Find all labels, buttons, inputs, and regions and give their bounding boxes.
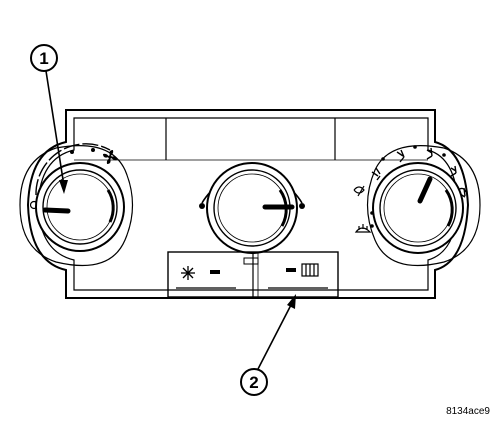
rear-defrost-indicator-icon bbox=[286, 268, 296, 272]
temperature-control-knob[interactable] bbox=[199, 162, 305, 254]
defrost-icon bbox=[354, 224, 372, 233]
bi-level-icon bbox=[396, 149, 405, 163]
callout-1-number: 1 bbox=[39, 49, 48, 68]
recirculation-icon bbox=[353, 185, 365, 197]
callout-1: 1 bbox=[30, 44, 68, 194]
callout-2-arrowhead bbox=[287, 294, 296, 309]
rear-window-defrost-icon bbox=[301, 263, 319, 277]
blower-control-knob[interactable] bbox=[29, 143, 125, 252]
panel-housing bbox=[19, 109, 481, 299]
rear-defrost-switch[interactable] bbox=[268, 263, 328, 289]
blower-pointer bbox=[42, 207, 71, 214]
callout-2-leader bbox=[257, 302, 293, 370]
switch-bank bbox=[167, 251, 339, 298]
figure-id: 8134ace9 bbox=[446, 406, 490, 417]
callout-2-number: 2 bbox=[249, 373, 258, 392]
mix-icon bbox=[450, 165, 457, 177]
ac-indicator-icon bbox=[210, 270, 220, 274]
callout-1-arrowhead bbox=[59, 180, 68, 194]
floor-icon bbox=[426, 147, 433, 160]
snowflake-icon bbox=[181, 266, 195, 280]
ac-switch[interactable] bbox=[176, 266, 236, 289]
fan-icon bbox=[103, 150, 117, 164]
callout-2: 2 bbox=[240, 294, 296, 396]
callout-1-leader bbox=[45, 70, 65, 187]
mode-pointer bbox=[417, 176, 433, 204]
panel-vent-icon bbox=[371, 167, 381, 181]
mode-control-knob[interactable] bbox=[353, 145, 467, 254]
